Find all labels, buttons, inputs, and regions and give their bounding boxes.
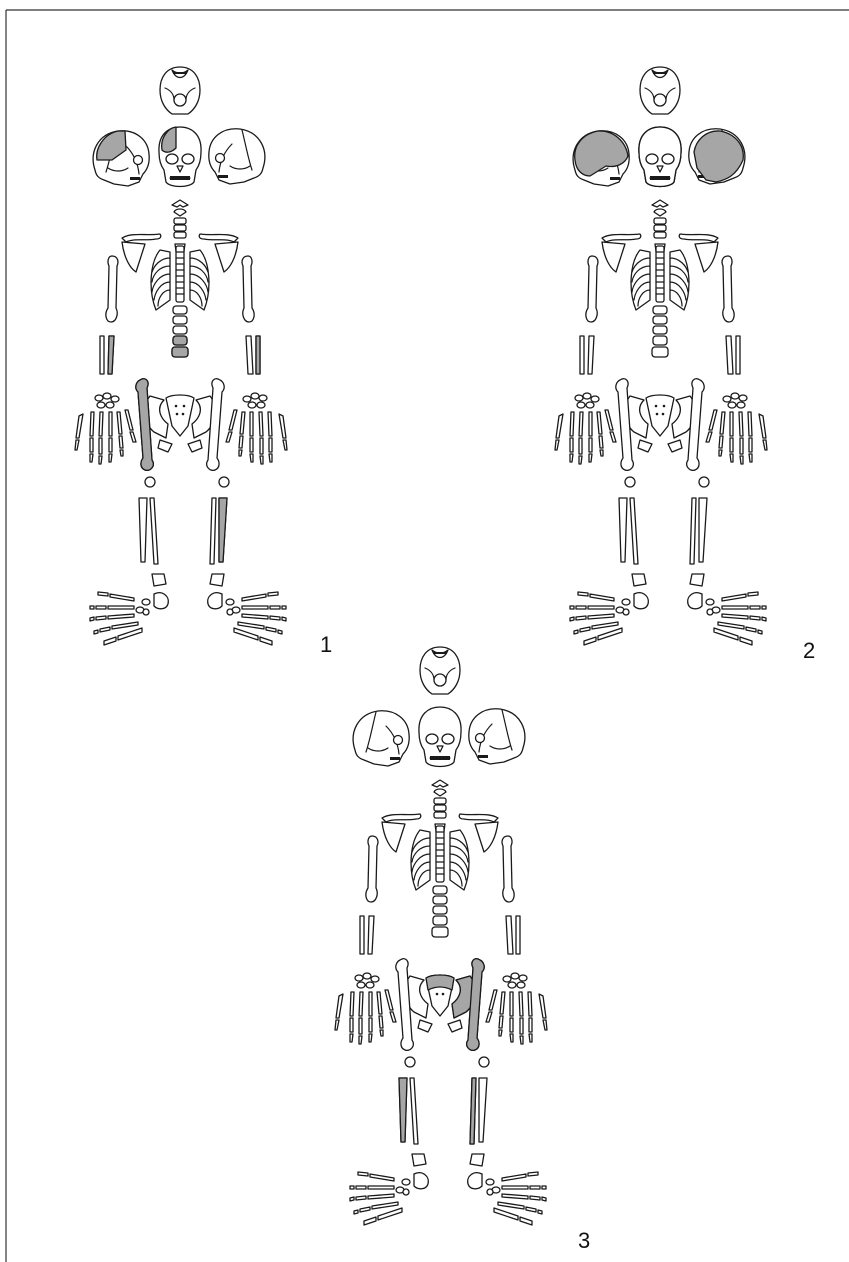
shade-lumbar-2 xyxy=(173,336,187,345)
panel-label-1: 1 xyxy=(320,632,332,657)
shade-left-tibia xyxy=(470,1078,476,1144)
shade-lumbar-1 xyxy=(172,347,188,357)
skeleton-panel-3 xyxy=(335,647,547,1225)
skeleton-panel-2 xyxy=(555,67,767,645)
shade-right-radius xyxy=(256,336,260,374)
shade-left-tibia xyxy=(219,498,227,562)
shade-right-tibia xyxy=(399,1078,407,1142)
panel-label-2: 2 xyxy=(803,638,815,663)
shade-left-radius xyxy=(108,336,114,374)
shade-skull-frontal xyxy=(162,127,176,152)
panel-label-3: 3 xyxy=(578,1228,590,1253)
skeleton-panel-1 xyxy=(75,67,287,645)
